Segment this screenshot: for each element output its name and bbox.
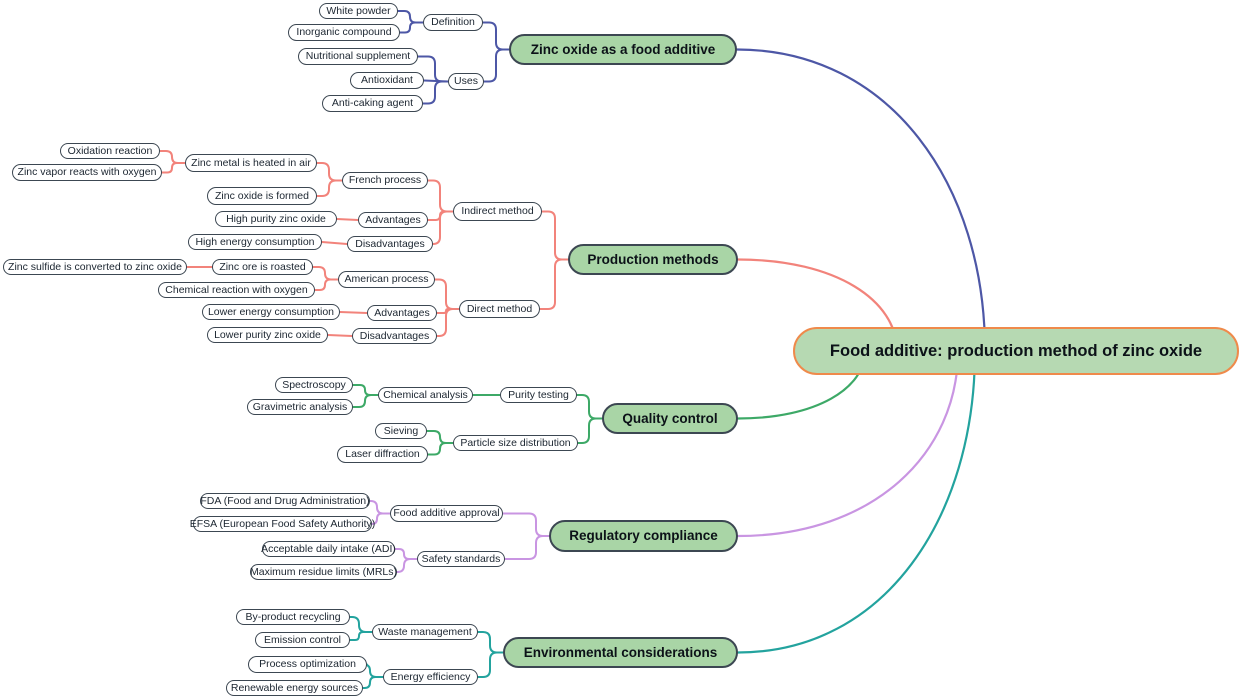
node-french-process[interactable]: French process xyxy=(342,172,428,189)
link-path xyxy=(577,417,603,444)
node-anti-caking-agent[interactable]: Anti-caking agent xyxy=(322,95,423,112)
node-nutritional-supplement[interactable]: Nutritional supplement xyxy=(298,48,418,65)
node-process-optimization[interactable]: Process optimization xyxy=(248,656,367,673)
node-regulatory-compliance[interactable]: Regulatory compliance xyxy=(549,520,738,552)
link-path xyxy=(735,48,987,353)
link-path xyxy=(736,349,977,654)
link-path xyxy=(422,80,449,105)
node-particle-size-distribution[interactable]: Particle size distribution xyxy=(453,435,578,451)
node-quality-control[interactable]: Quality control xyxy=(602,403,738,434)
link-path xyxy=(432,210,454,245)
node-indirect-method[interactable]: Indirect method xyxy=(453,202,542,221)
node-advantages[interactable]: Advantages xyxy=(358,212,428,228)
node-chemical-analysis[interactable]: Chemical analysis xyxy=(378,387,473,403)
node-disadvantages[interactable]: Disadvantages xyxy=(347,236,433,252)
node-efsa-european-food-safety-authority[interactable]: EFSA (European Food Safety Authority) xyxy=(190,516,375,532)
node-advantages[interactable]: Advantages xyxy=(367,305,437,321)
node-american-process[interactable]: American process xyxy=(338,271,435,288)
node-zinc-oxide-is-formed[interactable]: Zinc oxide is formed xyxy=(207,187,317,205)
node-uses[interactable]: Uses xyxy=(448,73,484,90)
node-production-methods[interactable]: Production methods xyxy=(568,244,738,275)
link-path xyxy=(362,676,384,689)
node-fda-food-and-drug-administration[interactable]: FDA (Food and Drug Administration) xyxy=(200,493,370,509)
node-zinc-ore-is-roasted[interactable]: Zinc ore is roasted xyxy=(212,259,313,275)
node-energy-efficiency[interactable]: Energy efficiency xyxy=(383,669,478,685)
node-antioxidant[interactable]: Antioxidant xyxy=(350,72,424,89)
node-sieving[interactable]: Sieving xyxy=(375,423,427,439)
node-emission-control[interactable]: Emission control xyxy=(255,632,350,648)
link-path xyxy=(161,162,186,174)
link-path xyxy=(483,48,510,83)
node-by-product-recycling[interactable]: By-product recycling xyxy=(236,609,350,625)
node-oxidation-reaction[interactable]: Oxidation reaction xyxy=(60,143,160,159)
node-purity-testing[interactable]: Purity testing xyxy=(500,387,577,403)
link-path xyxy=(539,258,569,310)
link-path xyxy=(314,278,339,291)
link-path xyxy=(477,651,504,678)
node-definition[interactable]: Definition xyxy=(423,14,483,31)
link-path xyxy=(336,218,359,221)
link-path xyxy=(396,558,418,573)
node-high-energy-consumption[interactable]: High energy consumption xyxy=(188,234,322,250)
node-spectroscopy[interactable]: Spectroscopy xyxy=(275,377,353,393)
node-environmental-considerations[interactable]: Environmental considerations xyxy=(503,637,738,668)
node-direct-method[interactable]: Direct method xyxy=(459,300,540,318)
link-path xyxy=(427,442,454,456)
node-maximum-residue-limits-mrls[interactable]: Maximum residue limits (MRLs) xyxy=(250,564,397,580)
node-safety-standards[interactable]: Safety standards xyxy=(417,551,505,567)
node-food-additive-approval[interactable]: Food additive approval xyxy=(390,505,503,522)
node-zinc-sulfide-is-converted-to-zinc-oxide[interactable]: Zinc sulfide is converted to zinc oxide xyxy=(3,259,187,275)
node-white-powder[interactable]: White powder xyxy=(319,3,398,19)
link-path xyxy=(504,535,550,560)
node-laser-diffraction[interactable]: Laser diffraction xyxy=(337,446,428,463)
node-waste-management[interactable]: Waste management xyxy=(372,624,478,640)
link-path xyxy=(316,179,343,197)
node-zinc-vapor-reacts-with-oxygen[interactable]: Zinc vapor reacts with oxygen xyxy=(12,164,162,181)
node-disadvantages[interactable]: Disadvantages xyxy=(352,328,437,344)
node-chemical-reaction-with-oxygen[interactable]: Chemical reaction with oxygen xyxy=(158,282,315,298)
link-path xyxy=(371,512,391,525)
link-path xyxy=(436,308,460,314)
node-zinc-oxide-as-a-food-additive[interactable]: Zinc oxide as a food additive xyxy=(509,34,737,65)
node-zinc-metal-is-heated-in-air[interactable]: Zinc metal is heated in air xyxy=(185,154,317,172)
link-path xyxy=(349,631,373,641)
node-renewable-energy-sources[interactable]: Renewable energy sources xyxy=(226,680,363,696)
node-inorganic-compound[interactable]: Inorganic compound xyxy=(288,24,400,41)
node-gravimetric-analysis[interactable]: Gravimetric analysis xyxy=(247,399,353,415)
node-lower-purity-zinc-oxide[interactable]: Lower purity zinc oxide xyxy=(207,327,328,343)
link-path xyxy=(321,241,348,245)
root-node[interactable]: Food additive: production method of zinc… xyxy=(793,327,1239,375)
link-path xyxy=(339,311,368,314)
link-path xyxy=(352,394,379,408)
node-lower-energy-consumption[interactable]: Lower energy consumption xyxy=(202,304,340,320)
link-path xyxy=(736,349,960,538)
link-path xyxy=(327,334,353,337)
link-path xyxy=(436,308,460,337)
link-path xyxy=(399,21,424,34)
node-high-purity-zinc-oxide[interactable]: High purity zinc oxide xyxy=(215,211,337,227)
node-acceptable-daily-intake-adi[interactable]: Acceptable daily intake (ADI) xyxy=(261,541,396,557)
